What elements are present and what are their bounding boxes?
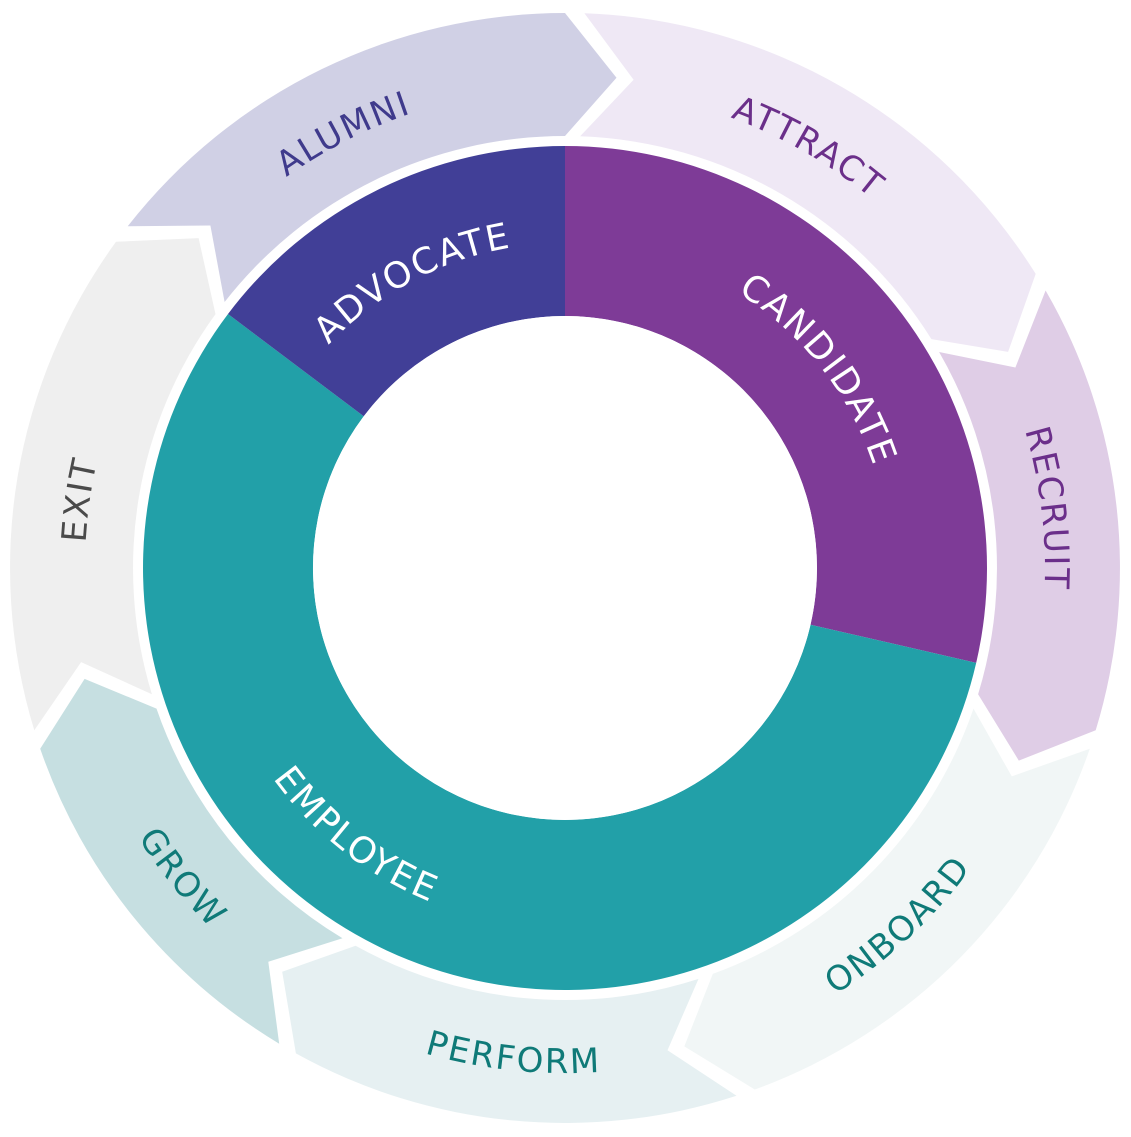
phase-segment-advocate [228, 146, 565, 417]
stage-segment-onboard [684, 708, 1090, 1090]
phase-segment-employee [143, 314, 977, 990]
stage-segment-exit [10, 238, 216, 731]
center-hole [313, 316, 817, 820]
stage-segment-attract [580, 13, 1036, 352]
stage-segment-grow [40, 678, 343, 1044]
stage-segment-perform [282, 945, 737, 1123]
phase-segment-candidate [565, 146, 988, 663]
stage-segment-alumni [127, 13, 617, 302]
stage-segment-recruit [939, 290, 1120, 761]
inner-phase-ring [143, 146, 988, 990]
outer-stage-ring [10, 13, 1120, 1123]
